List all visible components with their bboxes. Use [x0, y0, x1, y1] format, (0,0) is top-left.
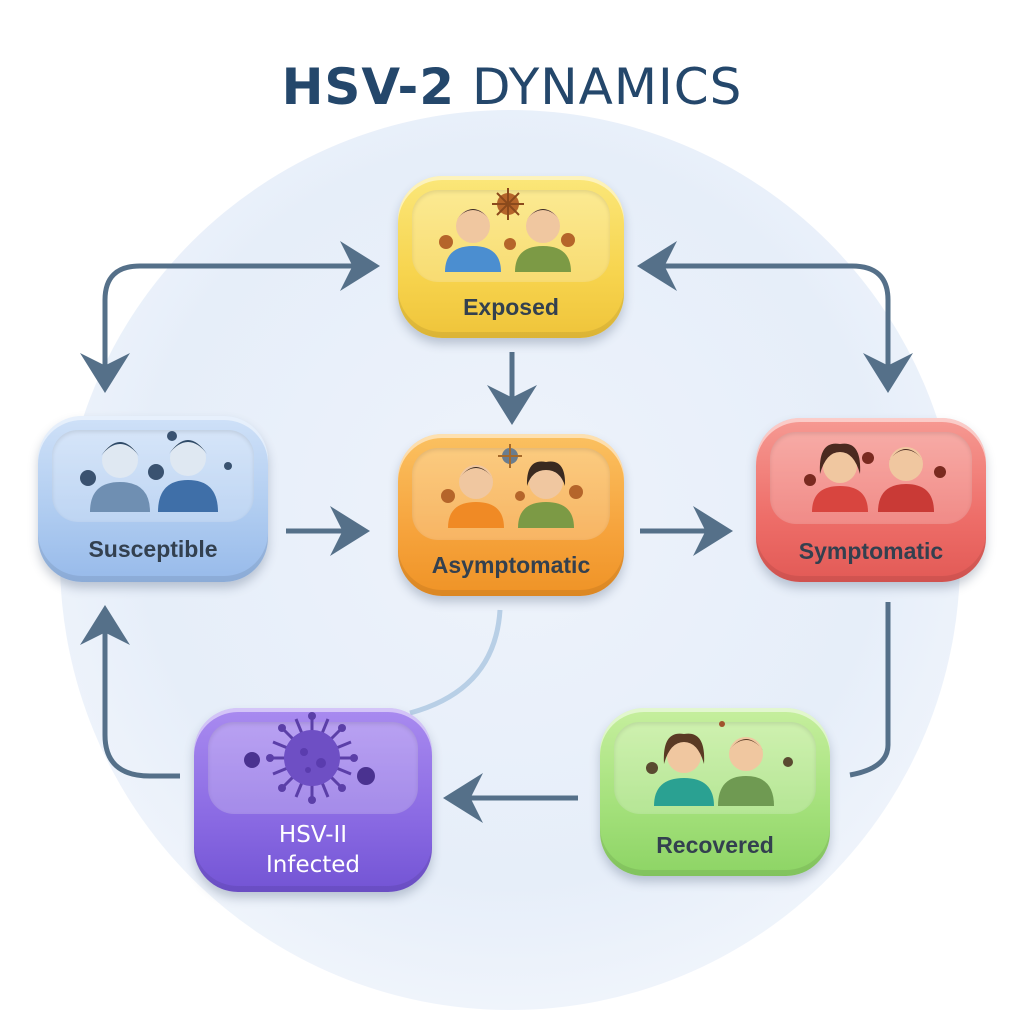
arrow-symptomatic-to-exposed — [637, 241, 891, 385]
arrow-infected-to-susceptible — [80, 605, 180, 779]
node-label-line1: HSV-II — [278, 822, 348, 848]
person-icon — [646, 721, 793, 806]
person-icon — [80, 431, 232, 512]
person-icon — [441, 444, 583, 528]
node-hsv-infected[interactable]: HSV-II Infected — [194, 708, 432, 892]
node-label-line2: Infected — [265, 852, 361, 878]
node-label: Recovered — [656, 832, 774, 858]
virus-icon — [498, 444, 522, 468]
virus-icon — [492, 188, 524, 220]
node-tray — [770, 432, 972, 524]
node-exposed[interactable]: Exposed — [398, 176, 624, 338]
arrow-susceptible-to-exposed — [102, 241, 380, 385]
node-recovered[interactable]: Recovered — [600, 708, 830, 876]
virus-icon — [244, 712, 375, 804]
node-symptomatic[interactable]: Symptomatic — [756, 418, 986, 582]
node-label: Asymptomatic — [431, 552, 591, 578]
title-part-1: HSV-2 — [281, 58, 456, 116]
arrow-symptomatic-to-recovered — [849, 602, 891, 778]
person-icon — [804, 443, 946, 512]
title-part-2: DYNAMICS — [471, 58, 743, 116]
node-asymptomatic[interactable]: Asymptomatic — [398, 434, 624, 596]
node-label: Exposed — [463, 294, 559, 320]
page-title: HSV-2 DYNAMICS — [0, 58, 1024, 116]
person-icon — [439, 188, 575, 272]
node-label: Susceptible — [88, 536, 218, 562]
arrow-asymptomatic-to-infected — [409, 609, 503, 716]
node-label: Symptomatic — [798, 538, 944, 564]
node-susceptible[interactable]: Susceptible — [38, 416, 268, 582]
node-label: HSV-II Infected — [194, 820, 432, 880]
